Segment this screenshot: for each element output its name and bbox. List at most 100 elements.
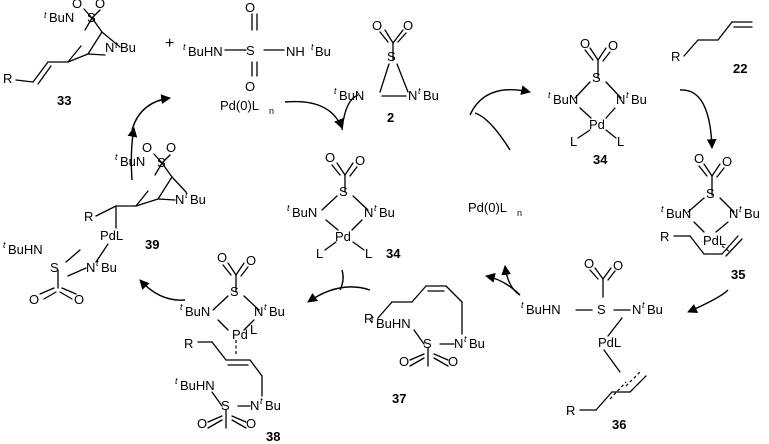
c36-bu: Bu <box>647 302 663 317</box>
pd0-center: Pd(0)L n <box>468 200 522 218</box>
c38-bu: Bu <box>269 304 285 319</box>
c36-s: S <box>597 302 606 317</box>
c2-tbu-sup2: t <box>418 86 421 96</box>
arrow-from-2 <box>341 94 359 131</box>
c39-o4: O <box>74 292 84 307</box>
c34t-s: S <box>592 70 601 85</box>
c34t-label: 34 <box>593 152 608 167</box>
arrow-39-to-33 <box>127 127 138 181</box>
cycle-arrows <box>127 85 729 313</box>
c35-o2: O <box>722 154 732 169</box>
c37-o2: O <box>448 354 458 369</box>
compound-2: S O O t BuN N t Bu 2 <box>334 18 439 125</box>
compound-22: R 22 <box>671 21 753 76</box>
c38-l: L <box>250 322 257 337</box>
c34c-o1: O <box>325 150 335 165</box>
c36-r: R <box>566 403 575 418</box>
c36-tbu-sup: t <box>521 300 524 310</box>
c38-bu2: Bu <box>265 398 281 413</box>
compound-34-top: O O S t BuN N t Bu Pd L L 34 <box>548 36 647 167</box>
arrow-38-to-39 <box>139 279 186 301</box>
c36-buhn: BuHN <box>526 302 561 317</box>
c37-r: R <box>364 311 373 326</box>
c34t-bun: BuN <box>553 92 578 107</box>
c33-label: 33 <box>57 93 71 108</box>
c2-tbu-sup: t <box>334 86 337 96</box>
byp-s: S <box>246 43 255 58</box>
c34c-n: N <box>364 205 373 220</box>
byp-buhn: BuHN <box>188 44 223 59</box>
c37-o1: O <box>399 354 409 369</box>
c39-bun: BuN <box>120 154 145 169</box>
c38-buhn: BuHN <box>180 378 215 393</box>
pd0-center-sub: n <box>517 208 522 218</box>
c38-tbu-sup: t <box>180 302 183 312</box>
c39-pdl: PdL <box>100 228 123 243</box>
c39-r: R <box>84 209 93 224</box>
arrow-36-to-37 <box>485 273 521 296</box>
byp-o-top: O <box>245 0 255 15</box>
arrow-35-to-36 <box>687 289 729 313</box>
pd0-top: Pd(0)L n <box>220 98 274 116</box>
c34c-l1: L <box>316 246 323 261</box>
c39-s: S <box>157 155 166 170</box>
c2-bu: Bu <box>423 88 439 103</box>
c38-o2: O <box>246 253 256 268</box>
c37-s: S <box>423 336 432 351</box>
byp-o-bottom: O <box>245 79 255 94</box>
c38-tbu-sup3: t <box>175 376 178 386</box>
c36-o2: O <box>613 258 623 273</box>
c34c-s: S <box>339 184 348 199</box>
arrow-34-to-38 <box>339 269 344 291</box>
c34c-tbu-sup: t <box>287 203 290 213</box>
c38-bun: BuN <box>185 304 210 319</box>
c37-bu: Bu <box>469 336 485 351</box>
c33-bu-right: Bu <box>120 40 136 55</box>
c33-n-right: N <box>105 40 114 55</box>
c36-n: N <box>632 302 641 317</box>
c39-o2: O <box>142 140 152 155</box>
c39-o3: O <box>29 292 39 307</box>
c34c-o2: O <box>355 153 365 168</box>
c39-tbu-sup3: t <box>3 240 6 250</box>
c33-o2: O <box>72 0 82 11</box>
compound-34-center: O O S t BuN N t Bu Pd L L 34 <box>287 150 401 261</box>
byp-tbu-sup: t <box>183 42 186 52</box>
plus-sign: + <box>165 35 174 52</box>
c34c-label: 34 <box>386 246 401 261</box>
c37-buhn: BuHN <box>376 316 411 331</box>
c38-n: N <box>254 304 263 319</box>
c34t-l1: L <box>570 134 577 149</box>
c34t-tbu-sup: t <box>548 90 551 100</box>
c33-r: R <box>3 71 12 86</box>
c36-tbu-sup2: t <box>642 300 645 310</box>
c34t-n: N <box>616 92 625 107</box>
c39-s2: S <box>50 260 59 275</box>
c38-pd: Pd <box>232 327 248 342</box>
c39-tbu-sup: t <box>115 152 118 162</box>
c38-o3: O <box>197 416 207 431</box>
arrow-37-to-38 <box>307 286 371 303</box>
c22-label: 22 <box>733 61 747 76</box>
c35-bun: BuN <box>666 206 691 221</box>
arrow-22-to-35 <box>679 89 717 149</box>
compound-39: t BuN S O O N t Bu R PdL t BuHN S N t Bu… <box>3 140 206 307</box>
c38-r: R <box>184 336 193 351</box>
c33-tbu-sup: t <box>44 10 47 20</box>
c22-r: R <box>671 49 680 64</box>
pd0-top-sub: n <box>269 106 274 116</box>
c2-s: S <box>387 49 396 64</box>
c35-n: N <box>729 206 738 221</box>
c2-o1: O <box>372 18 382 33</box>
compound-38: O O S t BuN N t Bu Pd L R t BuHN S N t B… <box>175 250 285 444</box>
arrow-pd0-to-34 <box>284 100 344 129</box>
c36-o1: O <box>584 256 594 271</box>
c2-bun: BuN <box>339 88 364 103</box>
c39-bu2: Bu <box>101 260 117 275</box>
c38-label: 38 <box>266 429 280 444</box>
c39-label: 39 <box>145 237 159 252</box>
c38-s2: S <box>221 398 230 413</box>
arrow-release-33 <box>131 94 171 131</box>
